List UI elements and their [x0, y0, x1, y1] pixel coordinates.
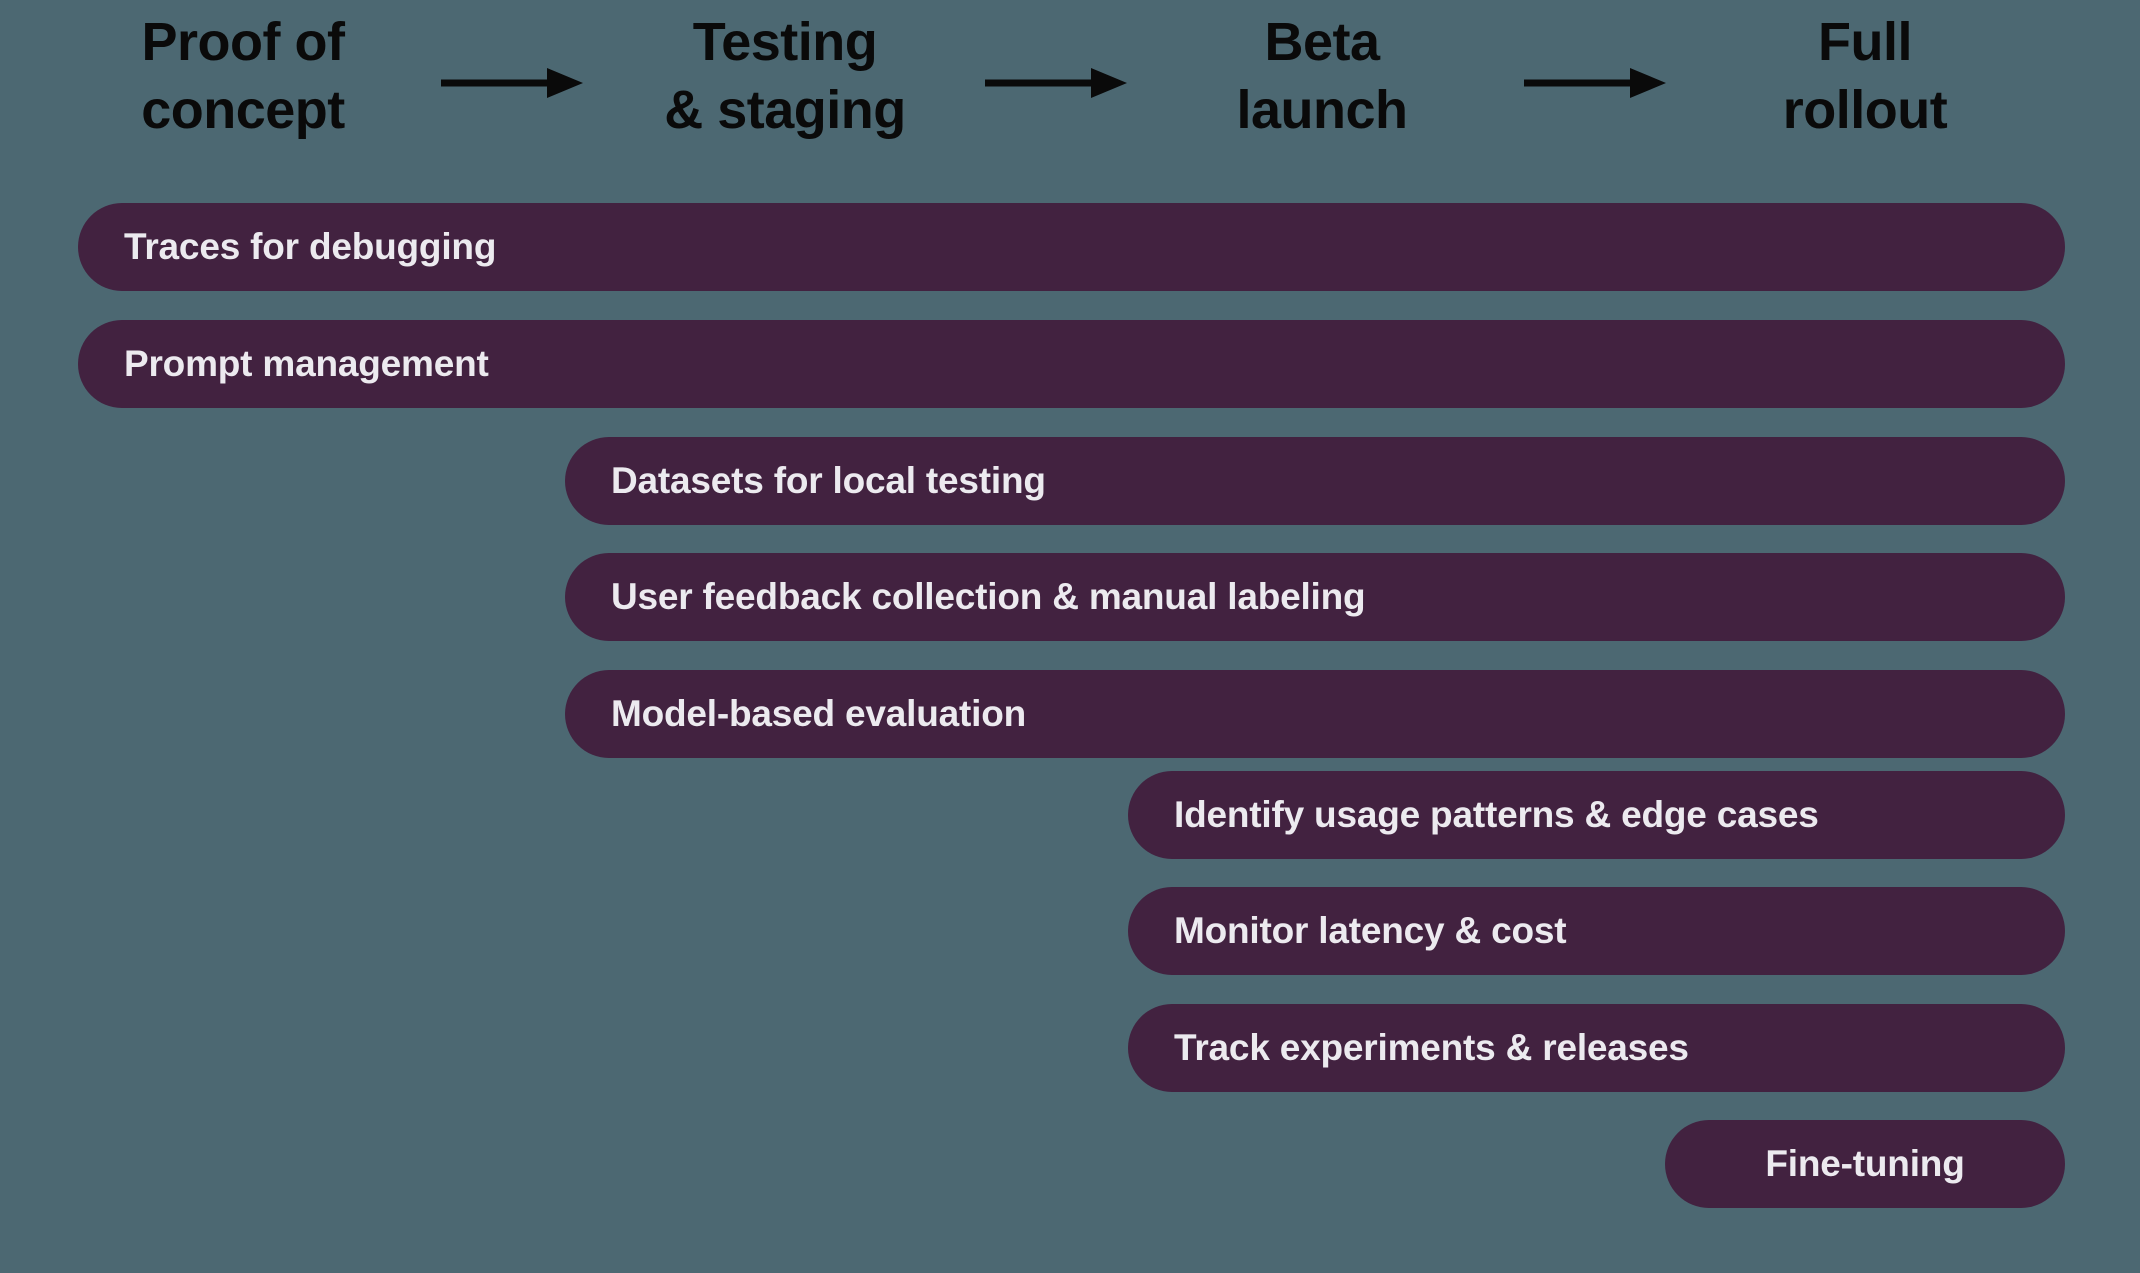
- capability-bar-model-based-evaluation[interactable]: Model-based evaluation: [565, 670, 2065, 758]
- stage-label-line-2: rollout: [1782, 80, 1948, 140]
- stage-label-line-1: Proof of: [141, 12, 345, 72]
- stage-label-proof-of-concept: Proof of concept: [0, 8, 543, 144]
- stage-label-line-1: Full: [1818, 12, 1912, 72]
- arrow-right-icon: [985, 68, 1127, 98]
- capability-bar-label: Monitor latency & cost: [1174, 910, 1567, 951]
- capability-bar-user-feedback-collection-and-manual-labeling[interactable]: User feedback collection & manual labeli…: [565, 553, 2065, 641]
- capability-bar-label: Model-based evaluation: [611, 693, 1027, 734]
- stage-label-line-2: & staging: [664, 80, 906, 140]
- capability-bar-identify-usage-patterns-and-edge-cases[interactable]: Identify usage patterns & edge cases: [1128, 771, 2065, 859]
- capability-bar-label: Datasets for local testing: [611, 460, 1046, 501]
- capability-bar-track-experiments-and-releases[interactable]: Track experiments & releases: [1128, 1004, 2065, 1092]
- capability-bar-label: Track experiments & releases: [1174, 1027, 1689, 1068]
- capability-bar-label: Prompt management: [124, 343, 489, 384]
- capability-bar-datasets-for-local-testing[interactable]: Datasets for local testing: [565, 437, 2065, 525]
- capability-bar-label: Traces for debugging: [124, 226, 497, 267]
- stage-label-line-2: concept: [141, 80, 345, 140]
- capability-bar-label: User feedback collection & manual labeli…: [611, 576, 1366, 617]
- stage-label-line-1: Beta: [1264, 12, 1380, 72]
- stage-label-testing-and-staging: Testing & staging: [485, 8, 1085, 144]
- capability-bar-label: Fine-tuning: [1765, 1143, 1965, 1184]
- stage-label-beta-launch: Beta launch: [1022, 8, 1622, 144]
- capability-bar-prompt-management[interactable]: Prompt management: [78, 320, 2065, 408]
- capability-bar-fine-tuning[interactable]: Fine-tuning: [1665, 1120, 2065, 1208]
- arrow-right-icon: [1524, 68, 1666, 98]
- capability-bar-traces-for-debugging[interactable]: Traces for debugging: [78, 203, 2065, 291]
- arrow-right-icon: [441, 68, 583, 98]
- capability-bar-label: Identify usage patterns & edge cases: [1174, 794, 1819, 835]
- stage-label-line-1: Testing: [692, 12, 878, 72]
- capability-bar-monitor-latency-and-cost[interactable]: Monitor latency & cost: [1128, 887, 2065, 975]
- stage-label-line-2: launch: [1236, 80, 1408, 140]
- stage-label-full-rollout: Full rollout: [1565, 8, 2140, 144]
